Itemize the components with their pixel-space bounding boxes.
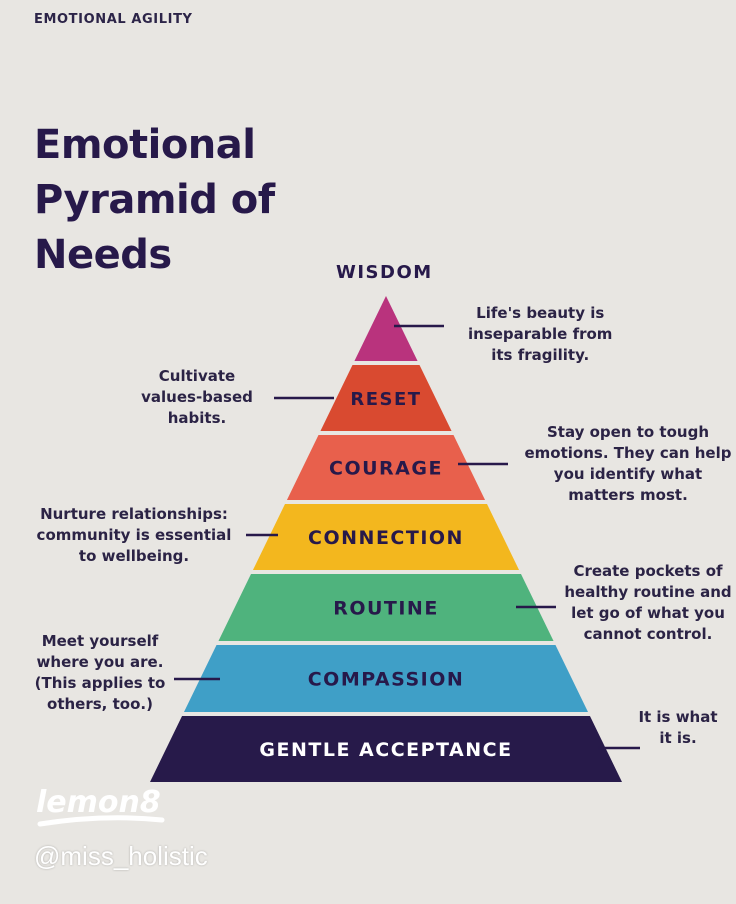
- author-handle: @miss_holistic: [34, 841, 208, 871]
- note-line: you identify what: [553, 465, 703, 483]
- note-line: others, too.): [47, 695, 153, 713]
- note-routine: Create pockets of healthy routine and le…: [562, 561, 734, 645]
- note-line: Cultivate: [158, 367, 236, 385]
- pyramid-band-reset: [320, 365, 452, 431]
- pyramid-band-label: CONNECTION: [308, 527, 464, 549]
- connector-lines: [174, 324, 640, 750]
- title-line: Emotional: [34, 122, 256, 168]
- pyramid-band-label: COURAGE: [329, 458, 443, 480]
- note-line: Nurture relationships:: [40, 505, 228, 523]
- note-line: Life's beauty is: [476, 304, 605, 322]
- note-reset: Cultivate values-based habits.: [134, 366, 260, 429]
- pyramid-band-compassion: [183, 645, 589, 712]
- note-line: community is essential: [36, 526, 232, 544]
- note-line: emotions. They can help: [524, 444, 732, 462]
- note-courage: Stay open to tough emotions. They can he…: [522, 422, 734, 506]
- note-compassion: Meet yourself where you are. (This appli…: [34, 631, 166, 715]
- pyramid-band-label: ROUTINE: [333, 598, 439, 620]
- section-kicker: EMOTIONAL AGILITY: [34, 12, 193, 27]
- pyramid-band-routine: [218, 574, 554, 641]
- pyramid-band-connection: [252, 504, 520, 570]
- note-line: Meet yourself: [41, 632, 159, 650]
- lemon8-logo-text: lemon8: [36, 785, 161, 820]
- note-line: healthy routine and: [564, 583, 732, 601]
- title-line: Pyramid of: [34, 177, 275, 223]
- note-line: to wellbeing.: [78, 547, 190, 565]
- pyramid-band-label: COMPASSION: [308, 669, 465, 691]
- note-line: values-based: [141, 388, 253, 406]
- note-line: let go of what you: [571, 604, 725, 622]
- note-line: it is.: [659, 729, 697, 747]
- pyramid-apex-wisdom: [354, 296, 418, 361]
- note-line: (This applies to: [34, 674, 166, 692]
- note-line: its fragility.: [491, 346, 590, 364]
- lemon8-logo: lemon8: [36, 785, 165, 827]
- pyramid-band-courage: [286, 435, 486, 500]
- note-line: Stay open to tough: [546, 423, 710, 441]
- pyramid-band-label: GENTLE ACCEPTANCE: [259, 739, 512, 761]
- note-line: where you are.: [36, 653, 164, 671]
- page-title: Emotional Pyramid of Needs: [34, 118, 275, 283]
- pyramid-band-label: RESET: [350, 389, 421, 410]
- note-acceptance: It is what it is.: [630, 707, 726, 749]
- note-wisdom: Life's beauty is inseparable from its fr…: [468, 303, 612, 366]
- note-line: matters most.: [568, 486, 688, 504]
- note-line: Create pockets of: [573, 562, 723, 580]
- note-line: habits.: [167, 409, 227, 427]
- note-line: cannot control.: [583, 625, 713, 643]
- pyramid-bands: RESET COURAGE CONNECTION ROUTINE COMPASSION G…: [150, 365, 622, 782]
- wisdom-label: WISDOM: [336, 262, 433, 283]
- pyramid-band-gentle-acceptance: [150, 716, 622, 782]
- note-line: It is what: [638, 708, 718, 726]
- note-connection: Nurture relationships: community is esse…: [34, 504, 234, 567]
- note-line: inseparable from: [468, 325, 613, 343]
- title-line: Needs: [34, 232, 172, 278]
- lemon8-swoosh: [37, 815, 165, 827]
